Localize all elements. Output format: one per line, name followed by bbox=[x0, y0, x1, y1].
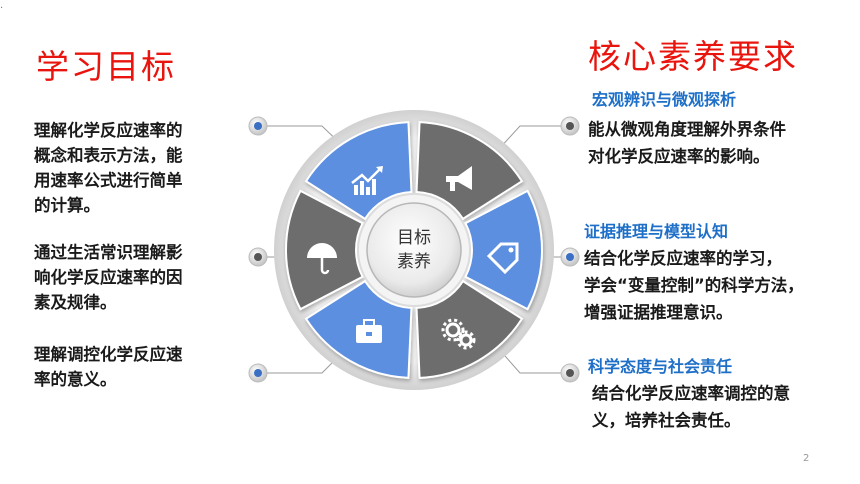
literacy-3-heading: 科学态度与社会责任 bbox=[588, 357, 733, 376]
goal-2-line-3: 素及规律。 bbox=[34, 293, 117, 312]
literacy-3-desc: 结合化学反应速率调控的意 义，培养社会责任。 bbox=[592, 380, 790, 434]
dot-goal-3 bbox=[248, 363, 268, 383]
core-literacy-title: 核心素养要求 bbox=[588, 37, 798, 76]
goal-1-line-4: 的计算。 bbox=[34, 196, 100, 215]
segment-icons bbox=[307, 166, 519, 350]
goal-3: 理解调控化学反应速 率的意义。 bbox=[34, 342, 224, 392]
goal-2: 通过生活常识理解影 响化学反应速率的因 素及规律。 bbox=[34, 240, 224, 315]
goal-3-line-2: 率的意义。 bbox=[34, 370, 117, 389]
literacy-2-heading: 证据推理与模型认知 bbox=[584, 222, 729, 241]
corner-mark: . bbox=[0, 0, 4, 11]
dot-goal-2 bbox=[248, 247, 268, 267]
hub-label-line-1: 目标 bbox=[397, 228, 431, 248]
literacy-1-line-1: 能从微观角度理解外界条件 bbox=[588, 120, 786, 139]
segment-top-left bbox=[304, 121, 413, 221]
dot-goal-1 bbox=[248, 116, 268, 136]
goal-3-line-1: 理解调控化学反应速 bbox=[34, 345, 183, 364]
connector-line-literacy-1 bbox=[497, 125, 565, 151]
literacy-3-line-1: 结合化学反应速率调控的意 bbox=[592, 384, 790, 403]
rising-chart-icon bbox=[351, 166, 383, 195]
center-hub bbox=[366, 202, 462, 298]
umbrella-icon bbox=[307, 243, 337, 275]
connector-line-literacy-3 bbox=[497, 347, 565, 374]
page-number: 2 bbox=[803, 453, 810, 464]
megaphone-icon bbox=[446, 166, 472, 191]
gears-icon bbox=[441, 318, 476, 350]
dot-literacy-2 bbox=[560, 247, 580, 267]
literacy-2-line-1: 结合化学反应速率的学习， bbox=[584, 249, 782, 268]
dot-literacy-3 bbox=[560, 363, 580, 383]
tag-icon bbox=[486, 242, 519, 275]
goal-1-line-2: 概念和表示方法，能 bbox=[34, 146, 183, 165]
goal-1: 理解化学反应速率的 概念和表示方法，能 用速率公式进行简单 的计算。 bbox=[34, 118, 224, 218]
connector-dots bbox=[248, 116, 580, 383]
literacy-3-line-2: 义，培养社会责任。 bbox=[592, 411, 741, 430]
goal-2-line-1: 通过生活常识理解影 bbox=[34, 243, 183, 262]
goal-2-line-2: 响化学反应速率的因 bbox=[34, 268, 183, 287]
literacy-2-line-2: 学会“变量控制”的科学方法， bbox=[584, 276, 804, 295]
segment-right bbox=[464, 189, 543, 311]
learning-goals-title: 学习目标 bbox=[36, 47, 176, 86]
hub-label-line-2: 素养 bbox=[397, 252, 431, 272]
literacy-1-line-2: 对化学反应速率的影响。 bbox=[588, 147, 770, 166]
goal-1-line-3: 用速率公式进行简单 bbox=[34, 171, 183, 190]
goal-1-line-1: 理解化学反应速率的 bbox=[34, 121, 183, 140]
dot-literacy-1 bbox=[560, 116, 580, 136]
briefcase-icon bbox=[356, 319, 382, 343]
literacy-2-line-3: 增强证据推理意识。 bbox=[584, 303, 733, 322]
literacy-1-desc: 能从微观角度理解外界条件 对化学反应速率的影响。 bbox=[588, 116, 786, 170]
segment-bottom-right bbox=[415, 279, 524, 379]
literacy-1-heading: 宏观辨识与微观探析 bbox=[592, 90, 737, 109]
literacy-2-desc: 结合化学反应速率的学习， 学会“变量控制”的科学方法， 增强证据推理意识。 bbox=[584, 245, 804, 326]
